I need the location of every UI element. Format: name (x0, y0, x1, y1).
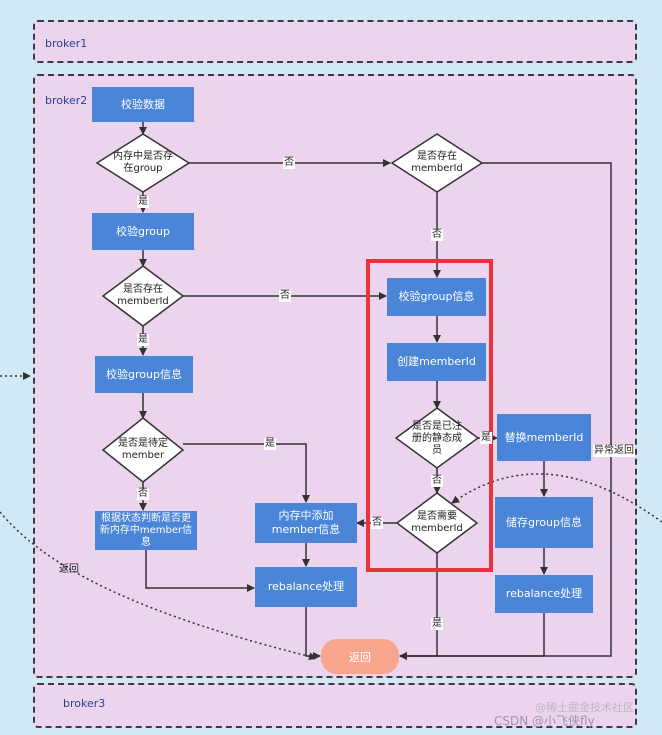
broker1-frame: broker1 (33, 20, 637, 63)
broker3-label: broker3 (63, 697, 106, 710)
edge-label-yes-left: 是 (137, 334, 149, 346)
check-group-info-mid-box: 校验group信息 (387, 278, 486, 316)
edge-label-yes-pending: 是 (264, 438, 276, 450)
edge-label-yes-registered: 是 (480, 432, 492, 444)
broker2-label: broker2 (45, 94, 88, 107)
is-pending-member-label: 是否是待定member (118, 438, 168, 461)
update-by-state-box: 根据状态判断是否更新内存中member信息 (95, 511, 197, 550)
memory-has-group-diamond (95, 133, 191, 193)
edge-label-yes-need: 是 (431, 618, 443, 630)
is-registered-static-diamond (394, 407, 480, 469)
edge-label-no-registered: 否 (431, 475, 443, 487)
create-memberid-box: 创建memberId (387, 343, 486, 381)
broker3-frame: broker3 (33, 683, 637, 728)
edge-label-abnormal-return: 异常返回 (593, 445, 635, 457)
edge-pending-yes-to-add (183, 443, 310, 503)
edge-label-no-need: 否 (371, 517, 383, 529)
check-group-box: 校验group (92, 213, 194, 250)
need-memberid-label: 是否需要memberId (411, 511, 463, 534)
is-registered-static-label: 是否是已注册的静态成员 (412, 421, 462, 456)
watermark: CSDN @小飞侠fly (494, 714, 595, 728)
has-memberid-top-diamond (390, 133, 484, 193)
check-data-box: 校验数据 (92, 87, 194, 122)
highlight-frame (366, 259, 493, 572)
edge-label-yes-group: 是 (137, 196, 149, 208)
edge-rebalance-to-return (305, 607, 321, 660)
return-oval: 返回 (321, 639, 399, 674)
has-memberid-left-diamond (101, 265, 185, 327)
memory-has-group-label: 内存中是否存在group (113, 151, 173, 174)
replace-memberid-box: 替换memberId (497, 414, 591, 461)
edge-label-no-top: 否 (283, 157, 295, 169)
edge-label-no-left-to-mid: 否 (279, 290, 291, 302)
rebalance-right-box: rebalance处理 (495, 575, 593, 613)
edge-label-no-memberid-top: 否 (431, 229, 443, 241)
check-group-info-left-box: 校验group信息 (95, 356, 193, 393)
has-memberid-left-label: 是否存在memberId (117, 284, 169, 307)
add-member-info-box: 内存中添加member信息 (255, 503, 357, 543)
is-pending-member-diamond (101, 417, 185, 483)
edge-right-rebalance-to-return (400, 613, 545, 657)
rebalance-mid-box: rebalance处理 (255, 567, 357, 607)
edge-update-to-rebalance (145, 550, 255, 592)
need-memberid-diamond (395, 492, 479, 554)
watermark-faint: @稀土掘金技术社区 (535, 701, 634, 714)
edge-label-return-left: 返回 (59, 564, 79, 575)
edge-label-no-pending: 否 (137, 488, 149, 500)
edge-dotted-return-left (0, 511, 317, 661)
store-group-info-box: 储存group信息 (495, 497, 593, 548)
broker1-label: broker1 (45, 37, 88, 50)
has-memberid-top-label: 是否存在memberId (411, 151, 463, 174)
